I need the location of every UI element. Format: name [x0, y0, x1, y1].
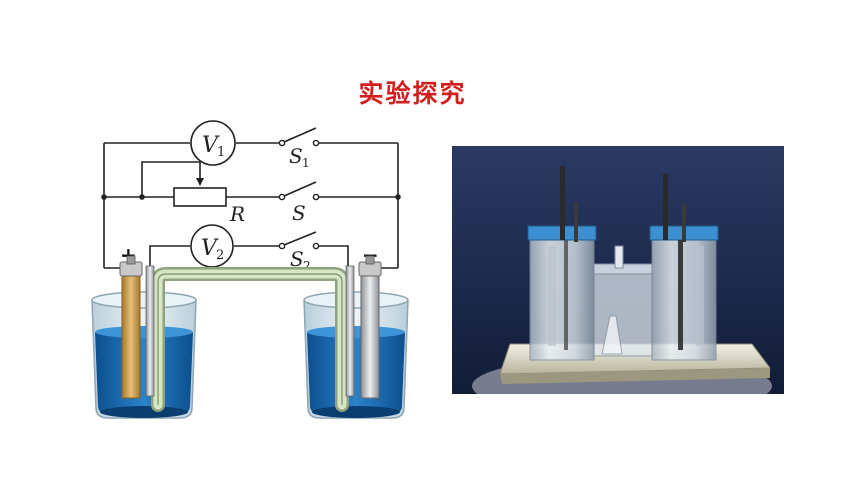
- copper-electrode: [119, 255, 143, 399]
- arrow-down-icon: [196, 178, 204, 186]
- switch-s2-letter: S: [290, 247, 304, 271]
- resistor-label: R: [229, 202, 245, 226]
- switch-main-letter: S: [292, 201, 306, 225]
- switch-s1-sub: 1: [302, 156, 310, 170]
- switch-s2-sub: 2: [303, 259, 311, 273]
- voltmeter-2: V 2: [190, 224, 234, 268]
- voltmeter-2-sub: 2: [216, 248, 224, 263]
- voltmeter-2-letter: V: [201, 236, 219, 261]
- circuit-diagram: V 1 V 2 R S 1 S S 2 + −: [91, 120, 409, 419]
- switch-s2[interactable]: S 2: [278, 231, 320, 273]
- junction-dots: [101, 194, 401, 200]
- switch-main[interactable]: S: [278, 181, 320, 225]
- zinc-electrode: [358, 255, 382, 399]
- switch-s1[interactable]: S 1: [278, 127, 320, 170]
- wires: [103, 142, 399, 269]
- right-rod: [345, 265, 355, 397]
- beaker-right: [303, 291, 409, 419]
- switch-s1-letter: S: [289, 144, 303, 168]
- page-title: 实验探究: [358, 79, 467, 108]
- resistor: [173, 187, 227, 207]
- voltmeter-1: V 1: [190, 120, 236, 166]
- salt-bridge: [151, 267, 349, 412]
- left-rod: [145, 265, 155, 397]
- apparatus-photo: [452, 146, 784, 394]
- voltmeter-1-sub: 1: [217, 145, 225, 160]
- beaker-left: [91, 291, 197, 419]
- voltmeter-1-letter: V: [202, 133, 220, 158]
